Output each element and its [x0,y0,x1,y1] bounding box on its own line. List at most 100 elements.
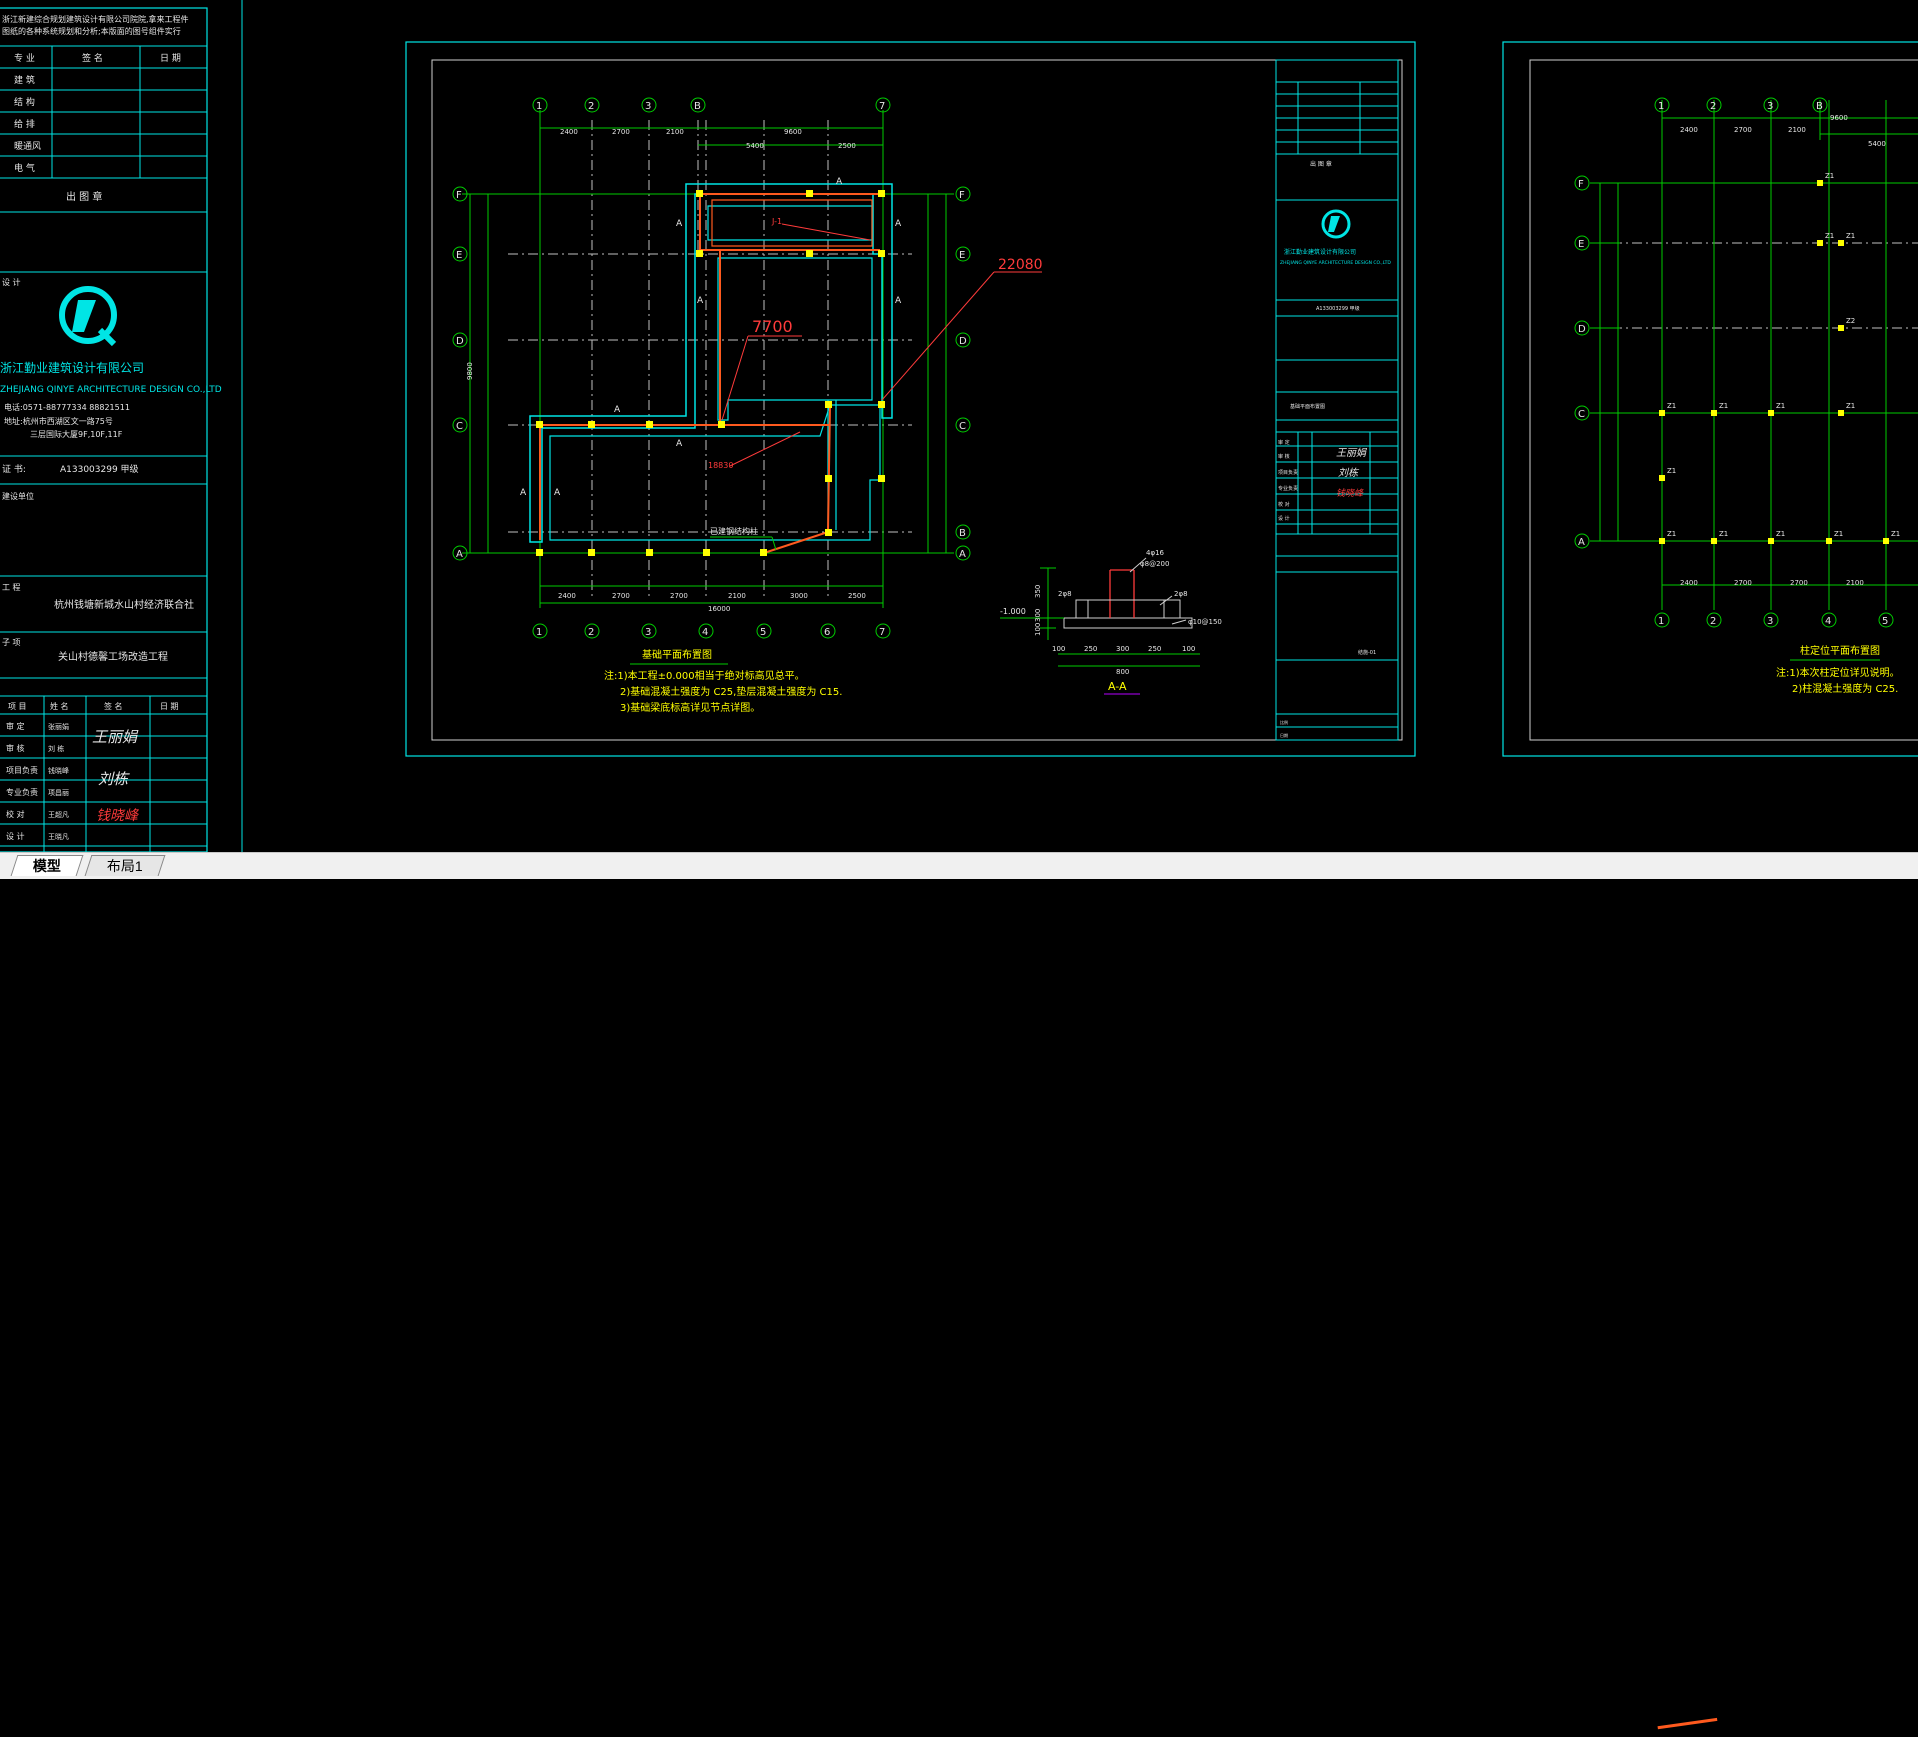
left-phone: 电话:0571-88777334 88821511 [4,402,130,412]
dim-text: 5400 [1868,140,1886,148]
tab-model[interactable]: 模型 [10,855,84,876]
axis-label: E [1578,239,1584,250]
dim-text: 2500 [838,142,856,150]
signature-image: 钱晓峰 [1336,488,1364,499]
left-note-line-1: 浙江新建综合规划建筑设计有限公司院院,拿来工程件 [2,14,189,24]
tab-layout1-label: 布局1 [106,858,143,874]
dim-text: 2700 [1734,579,1752,587]
section-height: 300 [1034,609,1042,622]
label-tag: J-1 [771,217,782,226]
rb-role: 项目负责 [1278,469,1298,476]
left-cert-label: 证 书: [2,464,26,475]
sign-role: 审 定 [6,721,25,731]
axis-label: B [694,101,701,112]
dim-text: 2100 [666,128,684,136]
axis-label: 7 [879,101,885,112]
left-subproject-label: 子 项 [2,638,21,647]
dim-text: 2700 [612,592,630,600]
layout-tab-bar: 模型 布局1 [0,852,1918,1737]
axis-label: D [456,336,464,347]
axis-bubbles-left: F E D C A [452,186,468,561]
sheet1-title: 基础平面布置图 [642,648,712,661]
sign-role: 项目负责 [6,765,38,775]
axis-label: B [959,528,966,539]
sign-th: 项 目 [8,702,27,711]
rb-role: 设 计 [1278,515,1290,522]
rb-date-label: 日期 [1280,732,1288,738]
section-dim: 100 [1052,645,1065,653]
dim-text: 2100 [1846,579,1864,587]
cad-drawing-canvas[interactable]: 浙江新建综合规划建筑设计有限公司院院,拿来工程件 图纸的各种系统规划和分析;本版… [0,0,1918,852]
section-a-a: -1.000 4φ16 φ8@200 2φ8 2φ8 φ10@150 350 3… [1000,549,1222,695]
section-dim: 250 [1084,645,1097,653]
sign-name: 王超凡 [48,810,69,819]
axis-label: E [959,250,965,261]
rb-role: 专业负责 [1278,485,1298,492]
sign-name: 项昌丽 [48,789,69,797]
sheet1-title-block: 出 图 章 浙江勤业建筑设计有限公司 ZHEJIANG QINYE ARCHIT… [1275,59,1399,741]
axis-label: C [1578,409,1585,420]
section-tag: A [697,296,704,306]
sheet1-note: 注:1)本工程±0.000相当于绝对标高见总平。 [604,669,805,682]
column-label: Z1 [1667,530,1676,538]
sign-name: 刘 栋 [48,744,64,753]
signature-image: 刘栋 [98,770,130,788]
axis-label: 6 [824,627,830,638]
label-7700: 7700 [752,317,793,336]
rb-company-name-en: ZHEJIANG QINYE ARCHITECTURE DESIGN CO.,L… [1280,260,1391,266]
left-th-sign: 签 名 [82,52,103,64]
left-th-discipline: 专 业 [14,52,35,64]
axis-label: 4 [702,627,708,638]
column-label: Z1 [1719,402,1728,410]
rb-drawing-no: 结施-01 [1358,649,1376,656]
sheet2-note: 2)柱混凝土强度为 C25. [1792,682,1898,695]
sign-name: 王晓凡 [48,832,69,841]
axis-label: F [959,190,965,201]
sheet2-note: 注:1)本次柱定位详见说明。 [1776,666,1900,679]
column-label: Z1 [1834,530,1843,538]
section-tag: A [676,219,683,229]
axis-label: 7 [879,627,885,638]
column-markers [1659,180,1889,544]
rb-company-name: 浙江勤业建筑设计有限公司 [1284,248,1356,256]
axis-bubbles-right: F E D C B A [955,186,971,561]
section-tag: A [520,488,527,498]
rb-drawing-name: 基础平面布置图 [1290,403,1325,410]
dim-text: 5400 [746,142,764,150]
section-dim: 300 [1116,645,1129,653]
left-th-date: 日 期 [160,53,181,64]
dim-text: 9600 [1830,114,1848,122]
axis-label: 2 [588,101,594,112]
rb-stamp-label: 出 图 章 [1310,160,1332,168]
sign-th: 签 名 [104,701,123,711]
sign-name: 张丽娟 [48,722,69,731]
section-tag: A [895,296,902,306]
section-top-bar: 4φ16 [1146,549,1165,557]
section-tag: A [676,439,683,449]
left-stamp-label: 出 图 章 [66,190,102,203]
signature-image: 钱晓峰 [96,808,140,824]
left-note-line-2: 图纸的各种系统规划和分析;本版面的图号组件实行 [2,26,181,36]
rb-role: 审 核 [1278,453,1290,460]
axis-label: 2 [1710,616,1716,627]
left-client-label: 建设单位 [2,491,34,501]
section-side-left: 2φ8 [1058,590,1072,598]
axis-bubbles-bottom: 1 2 3 4 5 6 7 [532,623,891,639]
sign-th: 姓 名 [50,701,69,711]
left-title-block: 浙江新建综合规划建筑设计有限公司院院,拿来工程件 图纸的各种系统规划和分析;本版… [0,0,243,852]
rb-role: 审 定 [1278,439,1290,446]
tab-layout1[interactable]: 布局1 [84,855,166,876]
section-stirrup: φ8@200 [1140,560,1169,568]
dim-text: 2500 [848,592,866,600]
dim-text: 2400 [558,592,576,600]
column-label: Z1 [1825,172,1834,180]
signature-image: 王丽娟 [1336,447,1367,459]
section-side-right: 2φ8 [1174,590,1188,598]
scroll-indicator[interactable] [1657,1717,1719,1737]
label-22080: 22080 [998,257,1043,273]
axis-label: 3 [645,627,651,638]
axis-label: C [959,421,966,432]
column-label: Z1 [1776,402,1785,410]
dim-text: 9800 [466,362,474,380]
sheet1-note: 3)基础梁底标高详见节点详图。 [620,701,760,714]
